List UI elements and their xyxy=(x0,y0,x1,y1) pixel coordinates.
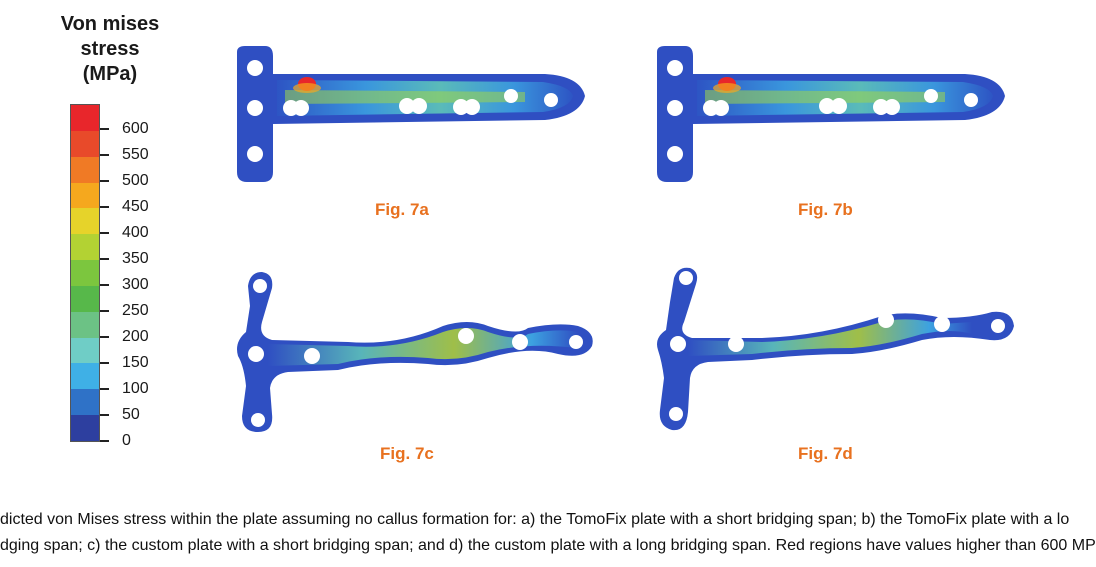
plate-7c-image xyxy=(237,272,593,432)
figure-label-7d: Fig. 7d xyxy=(798,444,853,463)
legend-tick-mark xyxy=(100,388,109,390)
legend-color-band xyxy=(71,208,99,235)
plate-7d-image xyxy=(657,267,1014,431)
legend-tick-mark xyxy=(100,284,109,286)
legend-tick-mark xyxy=(100,414,109,416)
figure-caption: dicted von Mises stress within the plate… xyxy=(0,507,1096,559)
legend-title-line-2: stress xyxy=(80,38,140,60)
legend-title-line-3: (MPa) xyxy=(82,63,138,85)
plate-7b-image xyxy=(657,46,1005,182)
plate-7a-image xyxy=(237,46,585,182)
legend-tick-label: 450 xyxy=(122,198,149,215)
legend-color-band xyxy=(71,105,99,131)
legend-color-band xyxy=(71,363,99,390)
legend-tick-label: 50 xyxy=(122,406,140,423)
figure-label-7c: Fig. 7c xyxy=(380,444,434,463)
legend-tick-label: 250 xyxy=(122,302,149,319)
caption-line-1: dicted von Mises stress within the plate… xyxy=(0,511,1070,528)
legend-tick-label: 100 xyxy=(122,380,149,397)
legend-tick-mark xyxy=(100,128,109,130)
legend-tick-label: 550 xyxy=(122,146,149,163)
legend-tick-label: 600 xyxy=(122,120,149,137)
legend-tick-mark xyxy=(100,232,109,234)
legend-tick-label: 400 xyxy=(122,224,149,241)
legend-tick-mark xyxy=(100,258,109,260)
legend-color-band xyxy=(71,156,99,183)
legend-color-band xyxy=(71,311,99,338)
legend-tick-label: 350 xyxy=(122,250,149,267)
legend-tick-label: 150 xyxy=(122,354,149,371)
legend-color-band xyxy=(71,260,99,286)
figure-label-7a: Fig. 7a xyxy=(375,200,429,219)
legend-tick-mark xyxy=(100,440,109,442)
legend-color-band xyxy=(71,130,99,157)
legend-tick-mark xyxy=(100,206,109,208)
legend-tick-mark xyxy=(100,310,109,312)
legend-color-band xyxy=(71,389,99,416)
legend-tick-mark xyxy=(100,362,109,364)
legend-tick-mark xyxy=(100,336,109,338)
legend-color-band xyxy=(71,285,99,312)
legend-tick-label: 0 xyxy=(122,432,131,449)
legend-tick-mark xyxy=(100,154,109,156)
caption-line-2: dging span; c) the custom plate with a s… xyxy=(0,537,1096,554)
legend-color-band xyxy=(71,182,99,209)
figure-label-7b: Fig. 7b xyxy=(798,200,853,219)
legend-tick-label: 200 xyxy=(122,328,149,345)
legend-tick-mark xyxy=(100,180,109,182)
legend-colorbar xyxy=(70,104,100,442)
legend-color-band xyxy=(71,415,99,441)
legend-color-band xyxy=(71,337,99,364)
legend-tick-label: 300 xyxy=(122,276,149,293)
legend-title-line-1: Von mises xyxy=(60,13,160,35)
legend-title: Von mises stress (MPa) xyxy=(40,12,180,87)
legend-tick-label: 500 xyxy=(122,172,149,189)
legend-color-band xyxy=(71,234,99,261)
